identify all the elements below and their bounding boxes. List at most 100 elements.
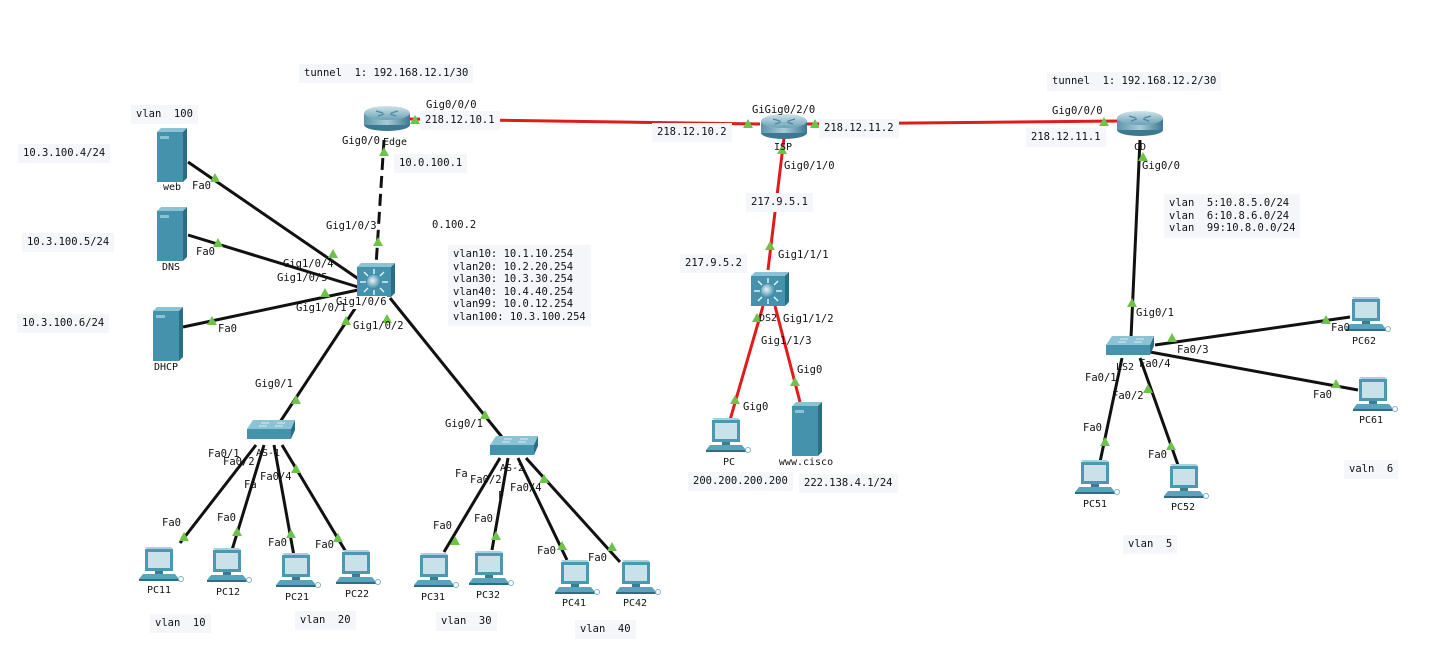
note-vlan20: vlan 20 [295, 611, 356, 630]
pc-pc31[interactable] [413, 552, 459, 588]
pc-pc11[interactable] [138, 546, 184, 582]
port-up-icon [286, 529, 296, 538]
port-label-pc21-fa0: Fa0 [268, 537, 287, 549]
router-cd[interactable] [1116, 110, 1164, 137]
server-dns[interactable] [157, 207, 187, 261]
port-label-as1-gig01: Gig0/1 [255, 378, 293, 390]
device-label-pc11: PC11 [146, 585, 172, 596]
port-label-as1-fa01: Fa0/1 [208, 448, 240, 460]
pc-pc21[interactable] [275, 552, 321, 588]
note-vlan5: vlan 5 [1123, 535, 1178, 554]
pc-icon [468, 550, 514, 586]
pc-pc42[interactable] [615, 559, 661, 595]
pc-pc32[interactable] [468, 550, 514, 586]
pc-pc41[interactable] [554, 559, 600, 595]
device-label-pc21: PC21 [284, 592, 310, 603]
server-icon [153, 307, 183, 361]
device-label-pc22: PC22 [344, 589, 370, 600]
device-label-dns: DNS [161, 262, 181, 273]
port-label-core-gig105: Gig1/0/5 [277, 272, 328, 284]
port-label-isp-gig020: GiGig0/2/0 [752, 104, 816, 116]
port-label-ds2-gig112: Gig1/1/2 [783, 313, 834, 325]
multilayer-switch-core[interactable] [356, 262, 396, 298]
port-label-ls2-fa01: Fa0/1 [1085, 372, 1117, 384]
port-up-icon [1166, 441, 1176, 450]
port-label-pc51-fa0: Fa0 [1083, 422, 1102, 434]
port-label-pc32-fa0: Fa0 [474, 513, 493, 525]
port-label-pc62-fa0: Fa0 [1331, 322, 1350, 334]
note-isp-right-ip: 218.12.11.2 [819, 119, 899, 138]
port-label-pc22-fa0: Fa0 [315, 539, 334, 551]
port-label-as1-fa04: Fa0/4 [260, 471, 292, 483]
link-as2-pc41 [516, 457, 569, 561]
port-label-core-gig104: Gig1/0/4 [283, 258, 334, 270]
port-label-edge-gig000: Gig0/0/0 [426, 99, 477, 111]
switch-ls2[interactable] [1105, 335, 1155, 356]
pc-icon [705, 417, 751, 453]
note-pc-ip: 200.200.200.200 [688, 472, 793, 491]
note-core-gig103-ip: 0.100.2 [432, 219, 477, 232]
port-label-pc12-fa0: Fa0 [217, 512, 236, 524]
device-label-web: web [162, 182, 182, 193]
pc-pc[interactable] [705, 417, 751, 453]
device-label-pc31: PC31 [420, 592, 446, 603]
server-web[interactable] [157, 128, 187, 182]
pc-pc52[interactable] [1163, 463, 1209, 499]
note-edge-inside-ip: 10.0.100.1 [394, 154, 468, 173]
pc-pc12[interactable] [206, 547, 252, 583]
device-label-pc52: PC52 [1170, 502, 1196, 513]
note-vlan6: valn 6 [1344, 460, 1399, 479]
pc-icon [1345, 296, 1391, 332]
link-edge-core [374, 139, 386, 267]
multilayer-switch-icon [750, 271, 790, 307]
port-label-ls2-fa02: Fa0/2 [1112, 390, 1144, 402]
port-label-cd-gig000: Gig0/0/0 [1052, 105, 1103, 117]
pc-icon [554, 559, 600, 595]
port-label-ls2-gig01: Gig0/1 [1136, 307, 1174, 319]
switch-as2[interactable] [489, 435, 539, 456]
port-label-core-gig106: Gig1/0/6 [336, 296, 387, 309]
note-dhcp-ip: 10.3.100.6/24 [17, 314, 110, 333]
port-label-core-gig103: Gig1/0/3 [326, 220, 377, 232]
device-label-www-cisco: www.cisco [778, 457, 834, 468]
pc-pc51[interactable] [1074, 459, 1120, 495]
note-edge-wan-ip: 218.12.10.1 [420, 111, 500, 130]
device-label-ls2: LS2 [1115, 362, 1135, 373]
router-isp[interactable] [760, 113, 808, 140]
switch-icon [246, 419, 296, 440]
port-up-icon [373, 237, 383, 246]
device-label-pc61: PC61 [1358, 415, 1384, 426]
link-as2-pc42 [524, 456, 622, 564]
port-up-icon [232, 527, 242, 536]
device-label-dhcp: DHCP [153, 362, 179, 373]
port-label-ds2-gig111: Gig1/1/1 [778, 249, 829, 261]
pc-icon [615, 559, 661, 595]
device-label-pc: PC [722, 457, 736, 468]
switch-as1[interactable] [246, 419, 296, 440]
server-dhcp[interactable] [153, 307, 183, 361]
note-tunnel-edge: tunnel 1: 192.168.12.1/30 [299, 64, 474, 83]
port-label-ls2-fa03: Fa0/3 [1177, 344, 1209, 356]
pc-pc61[interactable] [1352, 376, 1398, 412]
port-label-pc11-fa0: Fa0 [162, 517, 181, 529]
server-icon [792, 402, 822, 456]
server-www-cisco[interactable] [792, 402, 822, 456]
pc-icon [1163, 463, 1209, 499]
note-cisco-ip: 222.138.4.1/24 [799, 474, 898, 493]
port-up-icon [1127, 298, 1137, 307]
port-label-isp-gig010: Gig0/1/0 [784, 160, 835, 172]
device-label-as1: AS-1 [255, 448, 281, 459]
pc-icon [1074, 459, 1120, 495]
pc-pc22[interactable] [335, 549, 381, 585]
port-label-as2-fa01: Fa [455, 468, 468, 480]
device-label-pc42: PC42 [622, 598, 648, 609]
port-label-pc41-fa0: Fa0 [537, 545, 556, 557]
port-up-icon [765, 241, 775, 250]
multilayer-switch-ds2[interactable] [750, 271, 790, 307]
router-edge[interactable] [363, 105, 411, 132]
port-label-cisco-gig0: Gig0 [797, 364, 823, 376]
pc-pc62[interactable] [1345, 296, 1391, 332]
pc-icon [335, 549, 381, 585]
device-label-pc12: PC12 [215, 587, 241, 598]
